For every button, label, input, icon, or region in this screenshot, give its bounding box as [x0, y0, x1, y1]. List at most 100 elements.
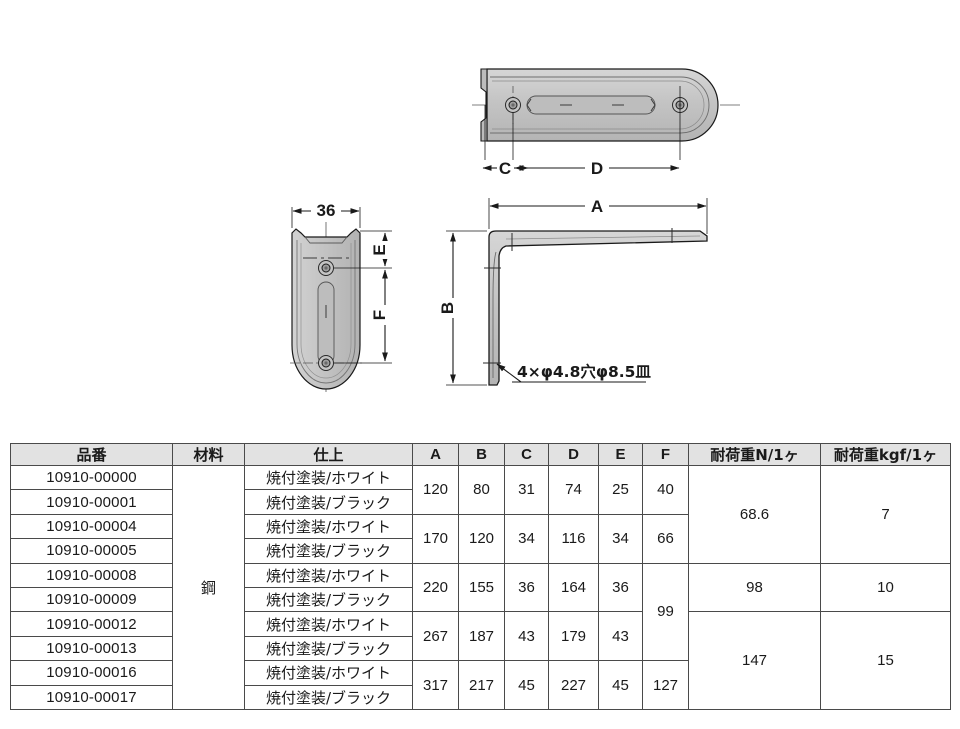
top-view-slot-arrow-right — [650, 98, 656, 112]
cell-material: 鋼 — [172, 465, 245, 710]
dim-e-label-bg — [376, 241, 394, 259]
cell-dim-f: 127 — [642, 660, 689, 710]
column-header-f: F — [642, 443, 689, 466]
front-view-group: 36 E F — [290, 201, 394, 392]
dim-b-label-bg — [444, 298, 462, 318]
cell-load-kgf: 10 — [820, 562, 951, 613]
cell-dim-b: 217 — [458, 660, 505, 710]
table-row[interactable]: 10910-00000 鋼 焼付塗装/ホワイト 120 80 31 74 25 … — [10, 464, 951, 710]
dim-label-f: F — [370, 310, 389, 320]
cell-dim-f: 66 — [642, 513, 689, 564]
cell-part-number[interactable]: 10910-00012 — [10, 611, 173, 637]
side-view-inner-edge — [492, 251, 497, 378]
cell-dim-f: 99 — [642, 562, 689, 662]
table-row[interactable]: 10910-00013 焼付塗装/ブラック — [10, 635, 951, 662]
cell-part-number[interactable]: 10910-00008 — [10, 562, 173, 588]
dim-label-e: E — [370, 244, 389, 255]
table-row[interactable]: 10910-00012 焼付塗装/ホワイト 267 187 43 179 43 … — [10, 611, 951, 710]
cell-part-number[interactable]: 10910-00013 — [10, 635, 173, 662]
cell-dim-e: 34 — [598, 513, 643, 564]
front-view-hole-upper — [318, 260, 334, 276]
table-row[interactable]: 10910-00017 焼付塗装/ブラック — [10, 684, 951, 710]
cell-part-number[interactable]: 10910-00004 — [10, 513, 173, 540]
cell-dim-a: 317 — [412, 660, 459, 710]
dim-d-label-bg — [585, 159, 609, 177]
cell-dim-b: 187 — [458, 611, 505, 662]
cell-dim-d: 164 — [548, 562, 599, 613]
table-row[interactable]: 10910-00016 焼付塗装/ホワイト 317 217 45 227 45 … — [10, 660, 951, 710]
cell-dim-a: 220 — [412, 562, 459, 613]
cell-part-number[interactable]: 10910-00016 — [10, 660, 173, 686]
cell-finish: 焼付塗装/ブラック — [244, 538, 413, 564]
cell-finish: 焼付塗装/ホワイト — [244, 513, 413, 540]
cell-finish: 焼付塗装/ホワイト — [244, 464, 413, 491]
technical-drawing-svg: C D — [290, 68, 742, 392]
cell-dim-c: 45 — [504, 660, 549, 710]
cell-dim-f: 40 — [642, 465, 689, 515]
cell-load-kgf: 15 — [820, 611, 951, 710]
cell-dim-a: 267 — [412, 611, 459, 662]
cell-load-kgf: 7 — [820, 465, 951, 564]
cell-dim-a: 170 — [412, 513, 459, 564]
table-row[interactable]: 10910-00005 焼付塗装/ブラック — [10, 538, 951, 564]
dim-label-b: B — [438, 302, 457, 314]
top-view-group: C D — [472, 68, 742, 178]
side-view-bracket — [488, 230, 708, 386]
column-header-part-number: 品番 — [10, 443, 173, 466]
cell-dim-e: 45 — [598, 660, 643, 710]
cell-finish: 焼付塗装/ホワイト — [244, 660, 413, 686]
cell-dim-b: 80 — [458, 465, 505, 515]
dim-label-c: C — [499, 159, 511, 178]
cell-dim-e: 36 — [598, 562, 643, 613]
column-header-c: C — [504, 443, 549, 466]
top-view-hole-left — [505, 86, 521, 124]
cell-load-n: 147 — [688, 611, 821, 710]
cell-finish: 焼付塗装/ホワイト — [244, 562, 413, 588]
cell-dim-b: 120 — [458, 513, 505, 564]
top-view-slot-arrow-left — [526, 98, 532, 112]
column-header-a: A — [412, 443, 459, 466]
top-view-inner-rim2 — [492, 80, 705, 130]
cell-dim-c: 31 — [504, 465, 549, 515]
cell-part-number[interactable]: 10910-00017 — [10, 684, 173, 710]
table-body: 10910-00000 鋼 焼付塗装/ホワイト 120 80 31 74 25 … — [10, 464, 951, 710]
specification-table-container: 品番 材料 仕上 A B C D E F 耐荷重N/1ヶ 耐荷重kgf/1ヶ 1… — [10, 443, 951, 710]
cell-part-number[interactable]: 10910-00005 — [10, 538, 173, 564]
column-header-e: E — [598, 443, 643, 466]
top-view-slot — [526, 95, 656, 115]
technical-drawing-area: C D — [290, 68, 742, 392]
table-row[interactable]: 10910-00009 焼付塗装/ブラック — [10, 586, 951, 613]
cell-part-number[interactable]: 10910-00000 — [10, 464, 173, 491]
cell-dim-d: 227 — [548, 660, 599, 710]
cell-dim-c: 36 — [504, 562, 549, 613]
cell-part-number[interactable]: 10910-00009 — [10, 586, 173, 613]
cell-finish: 焼付塗装/ブラック — [244, 684, 413, 710]
cell-dim-d: 116 — [548, 513, 599, 564]
table-row[interactable]: 10910-00001 焼付塗装/ブラック — [10, 489, 951, 515]
top-view-inner-rim — [490, 76, 710, 134]
specification-table: 品番 材料 仕上 A B C D E F 耐荷重N/1ヶ 耐荷重kgf/1ヶ 1… — [10, 443, 951, 710]
cell-dim-c: 43 — [504, 611, 549, 662]
cell-dim-a: 120 — [412, 465, 459, 515]
front-view-inner-1 — [296, 240, 356, 384]
cell-load-n: 98 — [688, 562, 821, 613]
cell-dim-b: 155 — [458, 562, 505, 613]
hole-note-label: 4×φ4.8穴φ8.5皿 — [517, 362, 651, 381]
cell-dim-d: 179 — [548, 611, 599, 662]
front-view-inner-2 — [300, 243, 352, 379]
cell-dim-e: 43 — [598, 611, 643, 662]
column-header-material: 材料 — [172, 443, 245, 466]
table-row[interactable]: 10910-00008 焼付塗装/ホワイト 220 155 36 164 36 … — [10, 562, 951, 662]
column-header-load-n: 耐荷重N/1ヶ — [688, 443, 821, 466]
cell-dim-d: 74 — [548, 465, 599, 515]
cell-part-number[interactable]: 10910-00001 — [10, 489, 173, 515]
dim-a-label-bg — [585, 197, 609, 215]
side-view-arm-highlight — [505, 235, 701, 240]
front-view-slot — [317, 281, 335, 365]
column-header-d: D — [548, 443, 599, 466]
dim-label-36: 36 — [317, 201, 336, 220]
front-view-notch — [304, 236, 348, 244]
cell-dim-c: 34 — [504, 513, 549, 564]
dim-label-a: A — [591, 197, 603, 216]
